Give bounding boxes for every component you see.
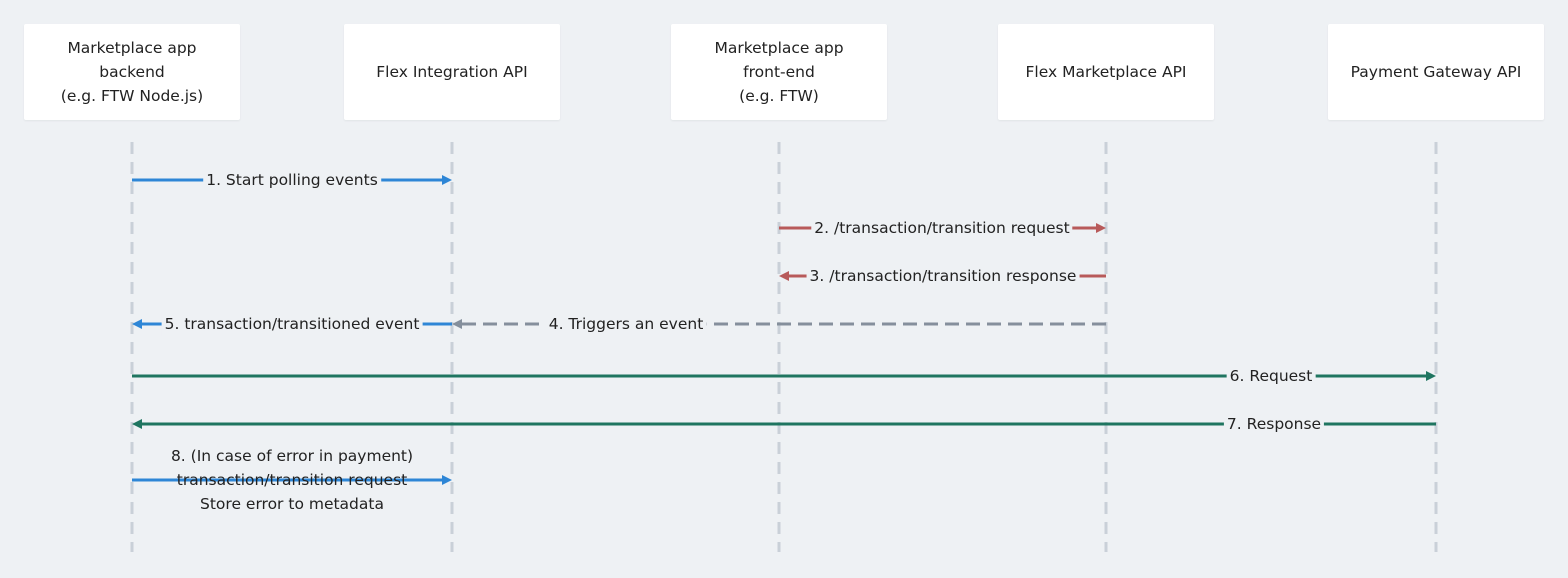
- message-7-arrowhead: [132, 419, 142, 429]
- message-4-label: 4. Triggers an event: [545, 312, 707, 336]
- message-5-arrowhead: [132, 319, 142, 329]
- participant-backend-label: Marketplace app backend (e.g. FTW Node.j…: [60, 39, 204, 105]
- message-6-arrowhead: [1426, 371, 1436, 381]
- message-8-arrowhead: [442, 475, 452, 485]
- participant-integration-label: Flex Integration API: [376, 63, 528, 81]
- message-1-arrowhead: [442, 175, 452, 185]
- participant-gateway-label: Payment Gateway API: [1350, 63, 1522, 81]
- message-6-label: 6. Request: [1226, 364, 1316, 388]
- participant-gateway: Payment Gateway API: [1328, 24, 1544, 120]
- participant-marketplace-label: Flex Marketplace API: [1025, 63, 1187, 81]
- participant-marketplace: Flex Marketplace API: [998, 24, 1214, 120]
- message-4-arrowhead: [452, 319, 462, 329]
- message-3-arrowhead: [779, 271, 789, 281]
- message-3-label: 3. /transaction/transition response: [806, 264, 1080, 288]
- participant-frontend: Marketplace app front-end (e.g. FTW): [671, 24, 887, 120]
- message-8-label: 8. (In case of error in payment) transac…: [170, 447, 414, 513]
- message-7-label: 7. Response: [1223, 412, 1325, 436]
- message-2-label: 2. /transaction/transition request: [811, 216, 1073, 240]
- message-1-label: 1. Start polling events: [203, 168, 381, 192]
- participant-frontend-label: Marketplace app front-end (e.g. FTW): [714, 39, 844, 105]
- participant-backend: Marketplace app backend (e.g. FTW Node.j…: [24, 24, 240, 120]
- message-2-arrowhead: [1096, 223, 1106, 233]
- participant-integration: Flex Integration API: [344, 24, 560, 120]
- message-5-label: 5. transaction/transitioned event: [161, 312, 423, 336]
